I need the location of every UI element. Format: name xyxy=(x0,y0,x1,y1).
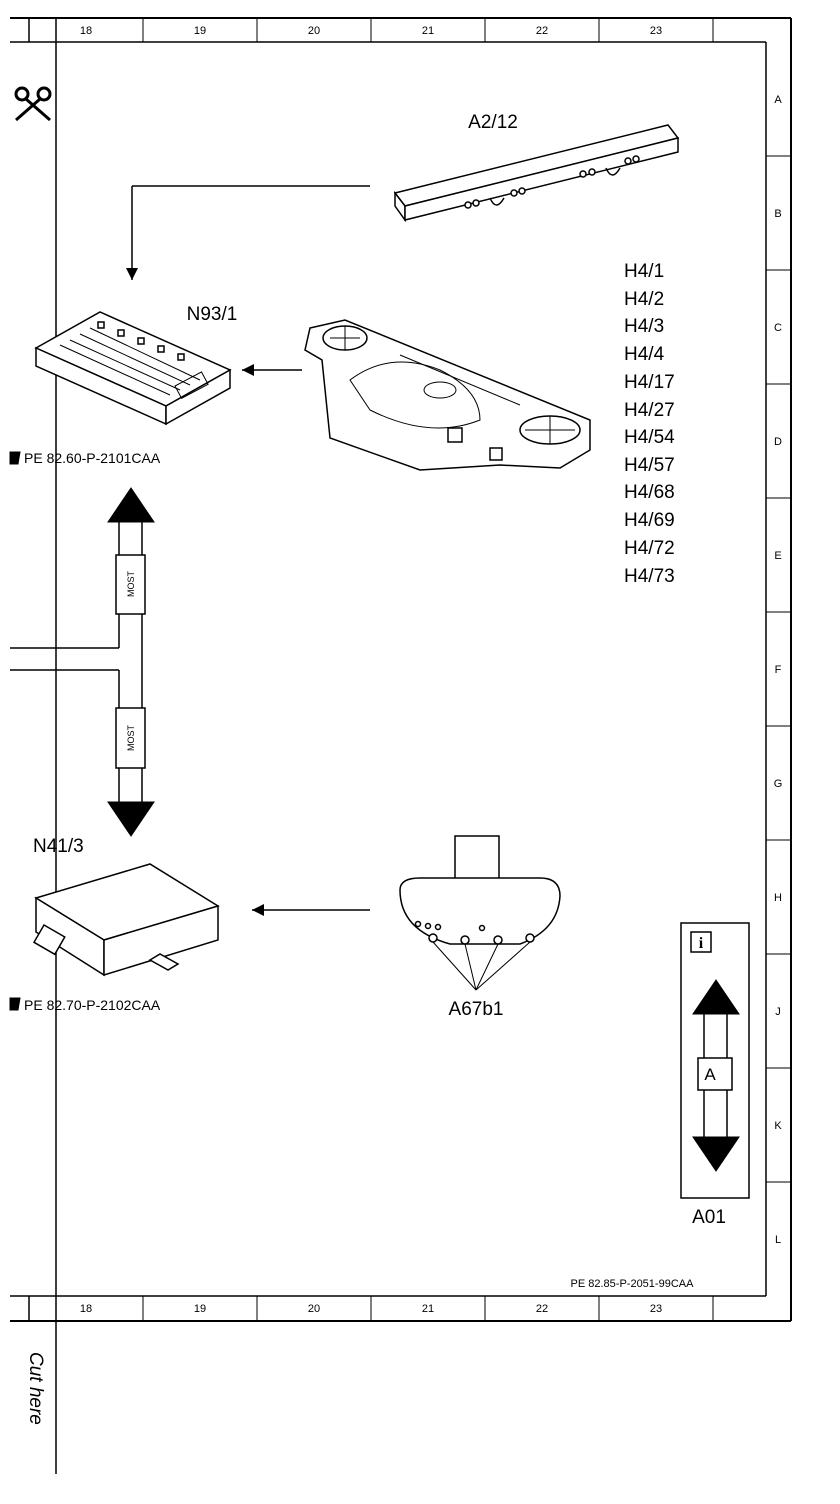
h4-item: H4/73 xyxy=(624,566,675,587)
col-num: 20 xyxy=(308,25,320,37)
book-ref-icon xyxy=(9,997,21,1011)
h4-item: H4/27 xyxy=(624,400,675,421)
book-ref-icon xyxy=(9,451,21,465)
a2-12-connector xyxy=(126,185,370,280)
sheet-frame xyxy=(10,17,792,1474)
col-num: 22 xyxy=(536,25,548,37)
row-letter: J xyxy=(775,1006,781,1018)
row-letter: K xyxy=(774,1120,782,1132)
a67b1-component xyxy=(399,835,561,991)
row-letter: E xyxy=(774,550,781,562)
n41-3-reference: PE 82.70-P-2102CAA xyxy=(24,997,161,1013)
n41-3-label: N41/3 xyxy=(33,836,84,857)
h4-item: H4/57 xyxy=(624,455,675,476)
most-label-lower: MOST xyxy=(126,724,136,751)
row-letter: L xyxy=(775,1234,781,1246)
h4-item: H4/17 xyxy=(624,372,675,393)
row-letter: G xyxy=(774,778,783,790)
h4-item: H4/1 xyxy=(624,261,664,282)
row-letter: B xyxy=(774,208,781,220)
h4-component xyxy=(304,319,591,471)
col-num: 19 xyxy=(194,1303,206,1315)
n93-1-label: N93/1 xyxy=(187,304,238,325)
a67b1-label: A67b1 xyxy=(449,999,504,1020)
sheet-reference: PE 82.85-P-2051-99CAA xyxy=(571,1278,695,1290)
row-letter: D xyxy=(774,436,782,448)
h4-list: H4/1 H4/2 H4/3 H4/4 H4/17 H4/27 H4/54 H4… xyxy=(624,261,675,587)
col-num: 23 xyxy=(650,1303,662,1315)
h4-item: H4/54 xyxy=(624,427,675,448)
most-label-upper: MOST xyxy=(126,570,136,597)
n93-1-component xyxy=(34,311,232,426)
n93-1-reference: PE 82.60-P-2101CAA xyxy=(24,450,161,466)
h4-item: H4/4 xyxy=(624,344,665,365)
cut-here-label: Cut here xyxy=(25,1352,46,1425)
col-num: 18 xyxy=(80,25,92,37)
col-num: 18 xyxy=(80,1303,92,1315)
h4-item: H4/69 xyxy=(624,510,675,531)
row-letter: F xyxy=(775,664,782,676)
n41-3-component xyxy=(32,863,220,977)
col-num: 23 xyxy=(650,25,662,37)
col-num: 22 xyxy=(536,1303,548,1315)
legend-caption: A01 xyxy=(692,1207,726,1228)
col-num: 21 xyxy=(422,25,434,37)
column-numbers-bottom: 18 19 20 21 22 23 xyxy=(80,1303,662,1315)
h4-item: H4/3 xyxy=(624,316,664,337)
col-num: 19 xyxy=(194,25,206,37)
row-letter: C xyxy=(774,322,782,334)
row-letters: A B C D E F G H J K L xyxy=(774,94,783,1246)
h4-item: H4/72 xyxy=(624,538,675,559)
col-num: 20 xyxy=(308,1303,320,1315)
column-numbers-top: 18 19 20 21 22 23 xyxy=(80,25,662,37)
h4-item: H4/68 xyxy=(624,482,675,503)
a2-12-component xyxy=(393,124,680,223)
legend-box-label: A xyxy=(704,1065,716,1084)
info-icon: i xyxy=(699,935,704,952)
row-letter: A xyxy=(774,94,782,106)
col-num: 21 xyxy=(422,1303,434,1315)
a2-12-label: A2/12 xyxy=(468,112,518,133)
row-letter: H xyxy=(774,892,782,904)
legend-box xyxy=(680,922,750,1199)
h4-item: H4/2 xyxy=(624,289,664,310)
most-bus xyxy=(10,487,155,837)
scissors-icon xyxy=(14,86,52,122)
